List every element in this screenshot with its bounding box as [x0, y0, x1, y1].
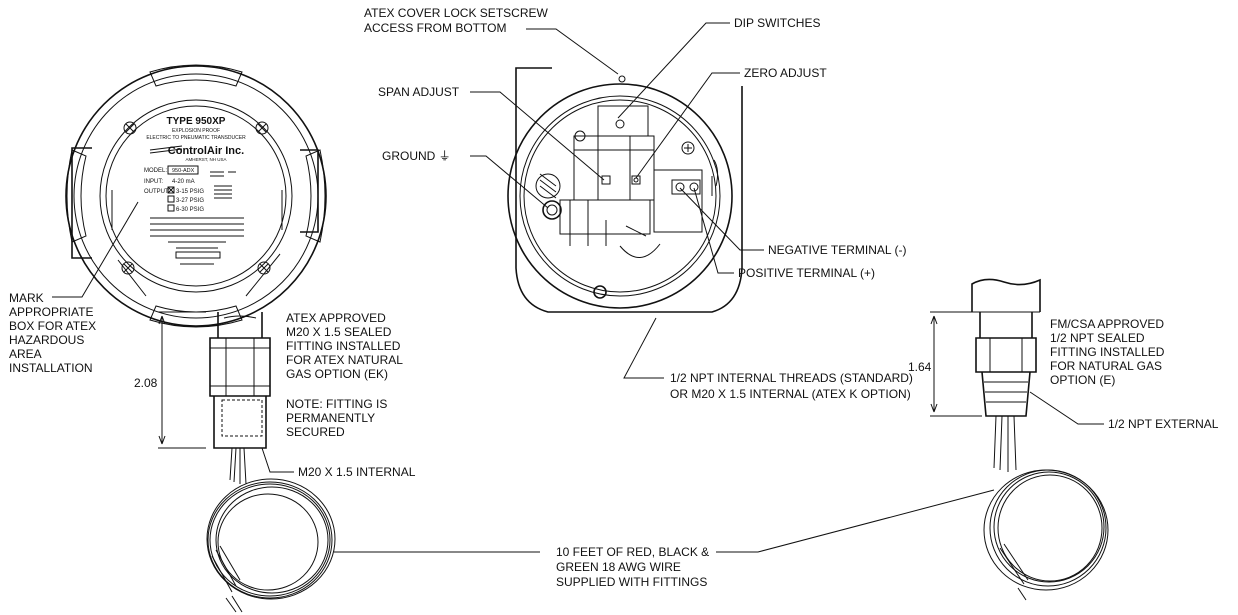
wire-callout: 10 FEET OF RED, BLACK & GREEN 18 AWG WIR… — [334, 489, 995, 589]
ground-text: GROUND ⏚ — [382, 149, 451, 163]
wire-text: 10 FEET OF RED, BLACK & GREEN 18 AWG WIR… — [556, 545, 713, 589]
front-view-housing — [65, 64, 327, 328]
fine-print — [111, 171, 283, 297]
dimension-right-value: 1.64 — [908, 360, 932, 374]
mark-box-text: MARK APPROPRIATE BOX FOR ATEX HAZARDOUS … — [9, 291, 99, 375]
span-adjust-text: SPAN ADJUST — [378, 85, 460, 99]
wire-coil-left — [206, 447, 336, 613]
atex-cover-text: ATEX COVER LOCK SETSCREW ACCESS FROM BOT… — [364, 6, 551, 35]
nameplate-brand: ControlAir Inc. — [168, 145, 244, 157]
nameplate-out1: 3-15 PSIG — [176, 189, 204, 195]
nameplate-output-label: OUTPUT: — [144, 189, 170, 195]
npt-external-callout: 1/2 NPT EXTERNAL — [1029, 391, 1219, 431]
nameplate-input-label: INPUT: — [144, 179, 163, 185]
dip-switches-callout: DIP SWITCHES — [617, 16, 820, 119]
atex-fitting-text: ATEX APPROVED M20 X 1.5 SEALED FITTING I… — [286, 311, 406, 381]
npt-internal-text: 1/2 NPT INTERNAL THREADS (STANDARD) OR M… — [670, 371, 916, 401]
span-adjust-callout: SPAN ADJUST — [378, 85, 605, 181]
m20-internal-callout: M20 X 1.5 INTERNAL — [261, 447, 416, 479]
nameplate-type: TYPE 950XP — [167, 116, 226, 127]
nameplate-out3: 6-30 PSIG — [176, 207, 204, 213]
m20-internal-text: M20 X 1.5 INTERNAL — [298, 465, 416, 479]
atex-cover-callout: ATEX COVER LOCK SETSCREW ACCESS FROM BOT… — [364, 6, 619, 75]
positive-terminal-callout: POSITIVE TERMINAL (+) — [693, 187, 875, 280]
ground-callout: GROUND ⏚ — [382, 149, 549, 209]
nameplate-model-value: 950-ADX — [172, 168, 195, 174]
right-fitting-npt — [971, 278, 1041, 417]
zero-adjust-callout: ZERO ADJUST — [635, 66, 827, 179]
nameplate-out2: 3-27 PSIG — [176, 198, 204, 204]
nameplate-input-value: 4-20 mA — [172, 179, 195, 185]
negative-terminal-text: NEGATIVE TERMINAL (-) — [768, 243, 906, 257]
nameplate-model-label: MODEL: — [144, 168, 167, 174]
dimension-left-value: 2.08 — [134, 376, 158, 390]
dip-switches-text: DIP SWITCHES — [734, 16, 820, 30]
mark-box-callout: MARK APPROPRIATE BOX FOR ATEX HAZARDOUS … — [9, 201, 139, 375]
dimension-left: 2.08 — [134, 311, 206, 449]
npt-internal-callout: 1/2 NPT INTERNAL THREADS (STANDARD) OR M… — [623, 317, 916, 401]
fitting-note-text: NOTE: FITTING IS PERMANENTLY SECURED — [286, 397, 391, 439]
fm-csa-fitting-text: FM/CSA APPROVED 1/2 NPT SEALED FITTING I… — [1050, 317, 1168, 387]
nameplate-line2: ELECTRIC TO PNEUMATIC TRANSDUCER — [146, 135, 246, 141]
zero-adjust-text: ZERO ADJUST — [744, 66, 827, 80]
npt-external-text: 1/2 NPT EXTERNAL — [1108, 417, 1219, 431]
nameplate-location: AMHERST, NH USA — [185, 157, 226, 162]
open-housing-view — [507, 67, 743, 313]
brand-swoosh-icon — [149, 145, 183, 154]
left-fitting-atex — [209, 312, 271, 449]
negative-terminal-callout: NEGATIVE TERMINAL (-) — [679, 187, 906, 257]
dimension-right: 1.64 — [908, 311, 982, 417]
positive-terminal-text: POSITIVE TERMINAL (+) — [738, 266, 875, 280]
wire-coil-right — [983, 415, 1109, 601]
nameplate-line1: EXPLOSION PROOF — [172, 128, 220, 134]
nameplate: TYPE 950XP EXPLOSION PROOF ELECTRIC TO P… — [111, 116, 283, 297]
